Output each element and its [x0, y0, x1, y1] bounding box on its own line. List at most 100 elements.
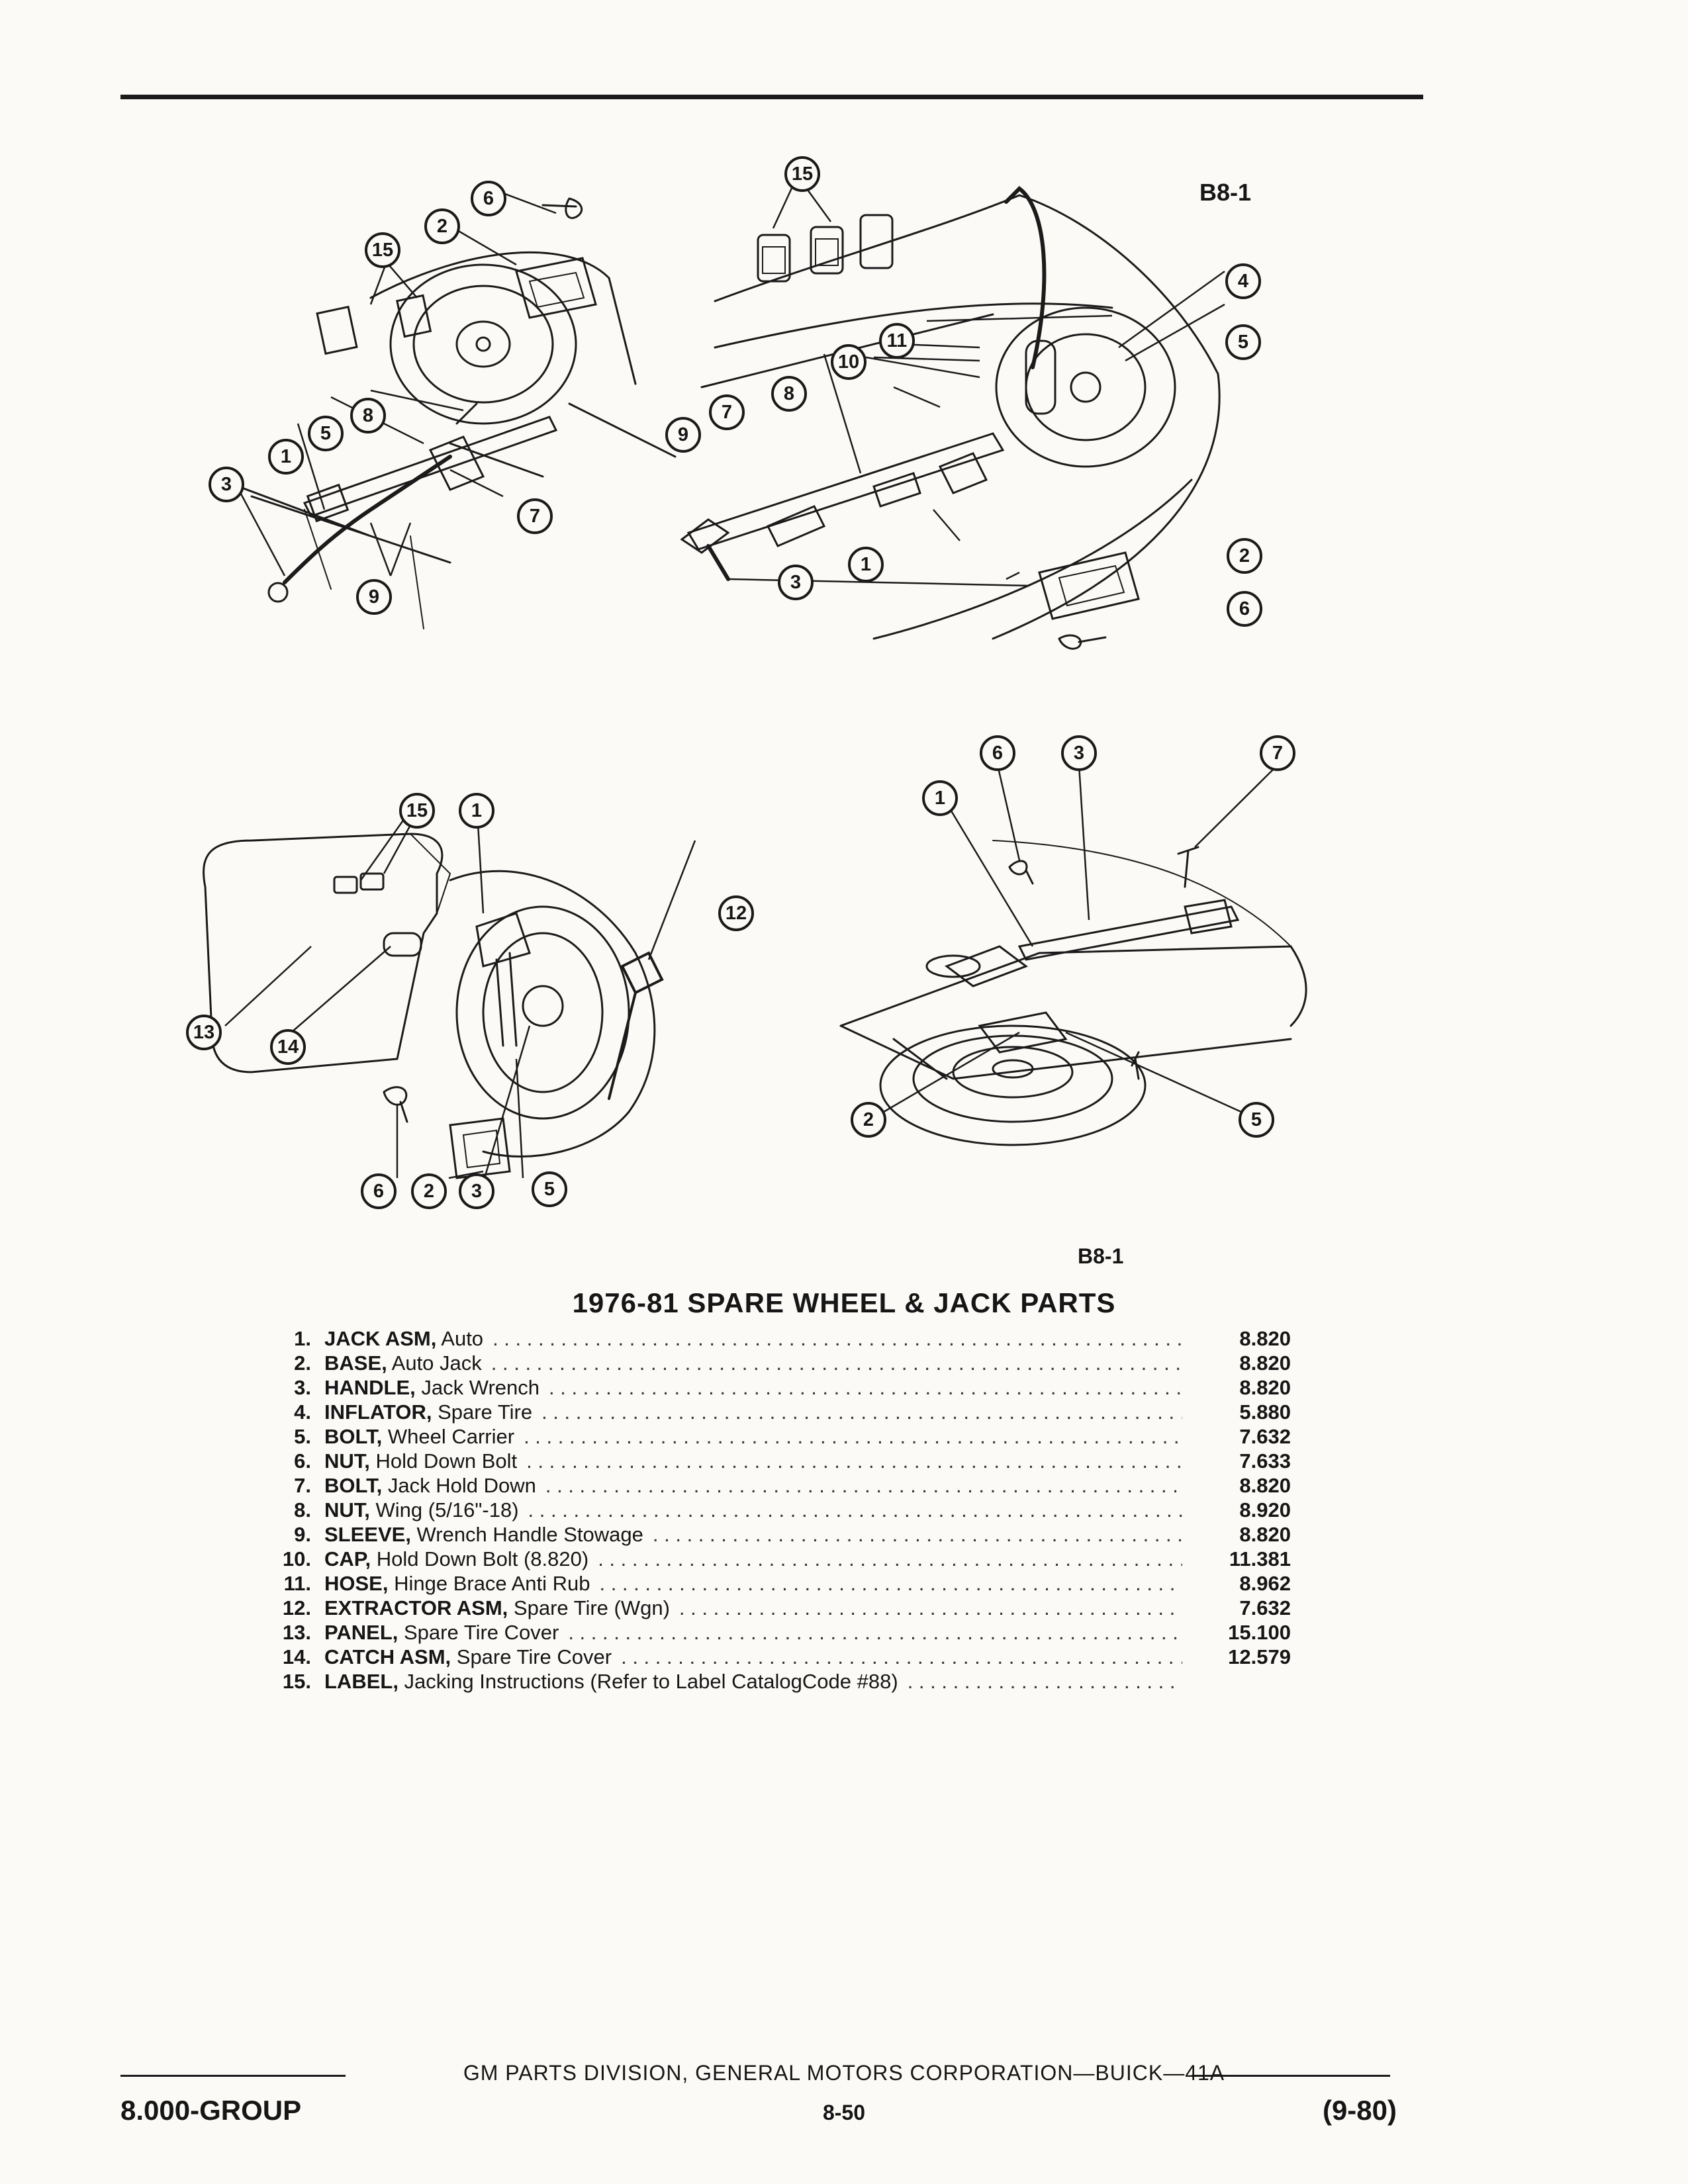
part-name: BOLT, — [324, 1425, 383, 1448]
figure-bottom-left-drawing — [203, 833, 664, 1179]
part-description: PANEL, Spare Tire Cover — [324, 1621, 559, 1645]
part-catalog-code: 8.820 — [1239, 1351, 1291, 1375]
figure-top-left-callout: 3 — [209, 467, 244, 502]
part-detail: Jacking Instructions (Refer to Label Cat… — [398, 1670, 898, 1693]
part-number: 15. — [282, 1670, 311, 1693]
part-number: 5. — [294, 1425, 311, 1448]
parts-list-row: 11.HOSE, Hinge Brace Anti Rub8.962 — [238, 1572, 1291, 1596]
part-description: NUT, Wing (5/16"-18) — [324, 1498, 519, 1522]
part-catalog-code: 8.920 — [1239, 1498, 1291, 1522]
figure-bottom-left-callout: 5 — [532, 1171, 567, 1207]
figure-top-left: 6 2 15 8 5 1 3 7 9 — [172, 165, 715, 642]
part-name: BOLT, — [324, 1474, 383, 1497]
figure-code-bottom: B8-1 — [1078, 1244, 1124, 1268]
figure-code-top: B8-1 — [1199, 179, 1252, 206]
part-name: CATCH ASM, — [324, 1645, 451, 1668]
figure-bottom-left: 15 1 12 13 14 6 2 3 5 — [172, 781, 768, 1231]
part-name: LABEL, — [324, 1670, 399, 1693]
figure-top-left-callout: 5 — [308, 416, 344, 451]
part-detail: Spare Tire (Wgn) — [508, 1596, 670, 1619]
part-number: 8. — [294, 1498, 311, 1522]
part-number: 7. — [294, 1474, 311, 1497]
part-number: 13. — [282, 1621, 311, 1644]
figure-top-right-callout: 15 — [784, 156, 820, 192]
part-description: CATCH ASM, Spare Tire Cover — [324, 1645, 612, 1669]
footer-page-number: 8-50 — [822, 2101, 866, 2124]
figure-bottom-left-callout: 6 — [361, 1173, 397, 1209]
figure-bottom-right-leaders — [883, 764, 1278, 1113]
figure-bottom-left-leaders — [224, 800, 696, 1179]
part-number: 14. — [282, 1645, 311, 1668]
part-name: NUT, — [324, 1449, 370, 1473]
part-detail: Auto — [436, 1327, 484, 1350]
figure-bottom-right-callout: 3 — [1061, 735, 1097, 771]
part-catalog-code: 8.820 — [1239, 1327, 1291, 1350]
part-name: PANEL, — [324, 1621, 399, 1644]
dot-leader — [549, 1376, 1182, 1400]
part-catalog-code: 11.381 — [1229, 1547, 1291, 1570]
part-detail: Jack Hold Down — [382, 1474, 536, 1497]
figure-bottom-left-callout: 14 — [270, 1029, 306, 1065]
dot-leader — [545, 1474, 1182, 1498]
part-catalog-code: 8.962 — [1239, 1572, 1291, 1595]
part-detail: Wheel Carrier — [382, 1425, 515, 1448]
part-name: CAP, — [324, 1547, 371, 1570]
figure-bottom-right: 6 3 7 1 2 5 — [827, 735, 1344, 1198]
footer-rule-left — [120, 2075, 346, 2077]
figure-top-right-callout: 10 — [831, 344, 867, 380]
part-detail: Auto Jack — [387, 1351, 482, 1375]
dot-leader — [621, 1645, 1182, 1669]
part-description: LABEL, Jacking Instructions (Refer to La… — [324, 1670, 898, 1694]
part-description: HANDLE, Jack Wrench — [324, 1376, 539, 1400]
parts-list-row: 1.JACK ASM, Auto8.820 — [238, 1327, 1291, 1351]
part-catalog-code: 8.820 — [1239, 1474, 1291, 1497]
part-name: HOSE, — [324, 1572, 389, 1595]
part-number: 1. — [294, 1327, 311, 1350]
part-description: BASE, Auto Jack — [324, 1351, 482, 1375]
part-description: BOLT, Jack Hold Down — [324, 1474, 536, 1498]
part-detail: Hold Down Bolt (8.820) — [371, 1547, 589, 1570]
figure-top-right-callout: 3 — [778, 565, 814, 600]
dot-leader — [598, 1547, 1182, 1571]
part-detail: Wing (5/16"-18) — [369, 1498, 519, 1522]
page-title: 1976-81 SPARE WHEEL & JACK PARTS — [572, 1287, 1116, 1318]
part-catalog-code: 7.632 — [1239, 1596, 1291, 1619]
part-number: 9. — [294, 1523, 311, 1546]
part-catalog-code: 12.579 — [1228, 1645, 1291, 1668]
parts-list-row: 5.BOLT, Wheel Carrier7.632 — [238, 1425, 1291, 1449]
figure-top-right-callout: 7 — [709, 394, 745, 430]
part-description: SLEEVE, Wrench Handle Stowage — [324, 1523, 643, 1547]
part-number: 3. — [294, 1376, 311, 1399]
footer-publisher: GM PARTS DIVISION, GENERAL MOTORS CORPOR… — [463, 2061, 1225, 2085]
figure-bottom-right-callout: 6 — [980, 735, 1015, 771]
figure-top-left-callout: 9 — [356, 579, 392, 615]
figure-top-right-callout: 2 — [1227, 538, 1262, 574]
part-detail: Spare Tire Cover — [451, 1645, 612, 1668]
figure-top-left-callout: 1 — [268, 439, 304, 475]
part-catalog-code: 8.820 — [1239, 1523, 1291, 1546]
part-detail: Jack Wrench — [415, 1376, 539, 1399]
dot-leader — [541, 1400, 1182, 1424]
figure-top-right-callout: 8 — [771, 376, 807, 412]
part-name: HANDLE, — [324, 1376, 416, 1399]
figure-bottom-right-callout: 1 — [922, 780, 958, 816]
footer-rule-right — [1192, 2075, 1390, 2077]
figure-bottom-right-callout: 2 — [851, 1102, 886, 1138]
dot-leader — [568, 1621, 1182, 1645]
parts-list-row: 10.CAP, Hold Down Bolt (8.820)11.381 — [238, 1547, 1291, 1572]
parts-list-row: 14. CATCH ASM, Spare Tire Cover 12.579 — [238, 1645, 1291, 1670]
dot-leader — [653, 1523, 1182, 1547]
dot-leader — [908, 1670, 1182, 1694]
parts-list-row: 9. SLEEVE, Wrench Handle Stowage 8.820 — [238, 1523, 1291, 1547]
figure-top-left-callout: 6 — [471, 181, 506, 216]
part-detail: Hinge Brace Anti Rub — [388, 1572, 590, 1595]
figure-bottom-left-callout: 12 — [718, 895, 754, 931]
part-description: HOSE, Hinge Brace Anti Rub — [324, 1572, 590, 1596]
figure-bottom-left-callout: 13 — [186, 1015, 222, 1050]
footer-group: 8.000-GROUP — [120, 2095, 302, 2126]
part-detail: Wrench Handle Stowage — [410, 1523, 643, 1546]
figure-top-left-callout: 7 — [517, 498, 553, 534]
dot-leader — [526, 1449, 1182, 1473]
figure-top-right-callout: 9 — [665, 417, 701, 453]
dot-leader — [492, 1327, 1182, 1351]
